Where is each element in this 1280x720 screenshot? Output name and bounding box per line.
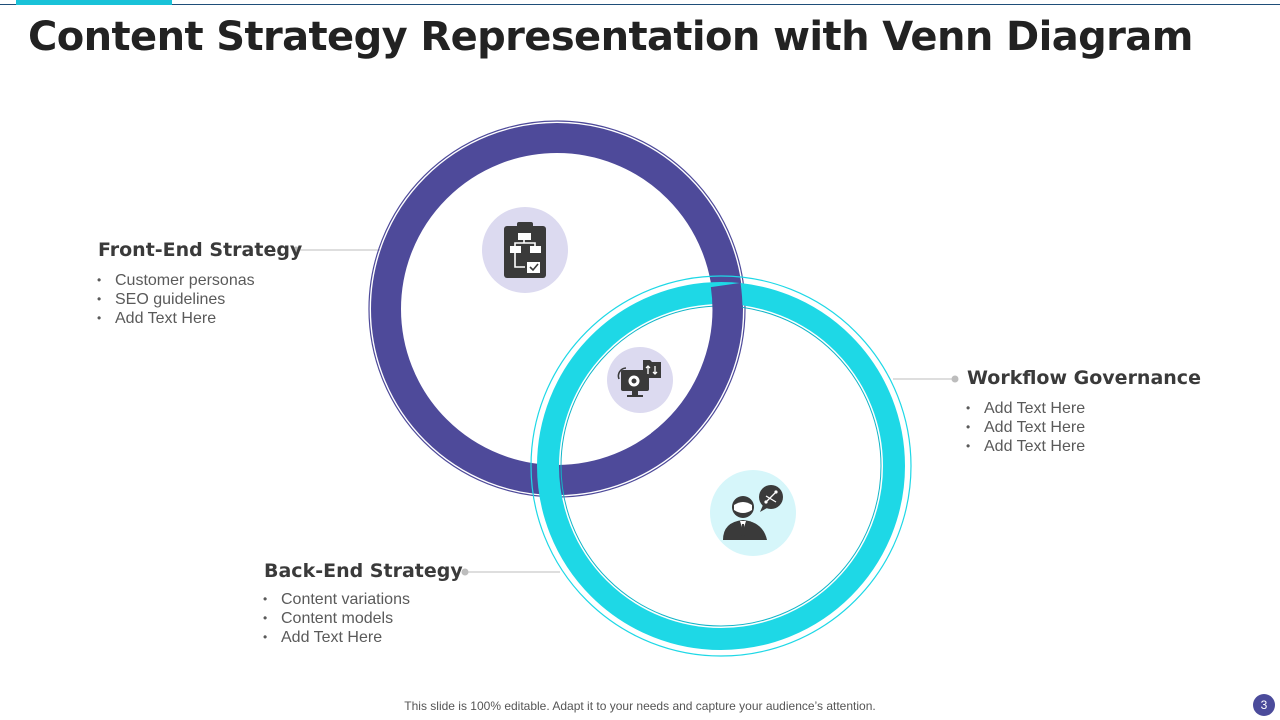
- front-end-strategy-label: Front-End Strategy: [98, 239, 303, 261]
- front-end-circle-overlap: [650, 282, 743, 458]
- connector-workflow: [893, 375, 959, 383]
- list-item: Add Text Here: [97, 309, 255, 328]
- connector-back-end: [461, 568, 560, 576]
- list-item: Content models: [263, 609, 410, 628]
- back-end-strategy-label: Back-End Strategy: [264, 560, 463, 582]
- footer-note: This slide is 100% editable. Adapt it to…: [404, 699, 876, 713]
- list-item: Add Text Here: [966, 418, 1085, 437]
- top-divider: [0, 4, 1280, 5]
- front-end-strategy-list: Customer personas SEO guidelines Add Tex…: [97, 271, 255, 328]
- workflow-governance-list: Add Text Here Add Text Here Add Text Her…: [966, 399, 1085, 456]
- list-item: Add Text Here: [263, 628, 410, 647]
- workflow-governance-label: Workflow Governance: [967, 367, 1201, 389]
- businessman-chat-icon: [710, 470, 796, 556]
- monitor-gear-sync-icon: [607, 347, 673, 413]
- list-item: Add Text Here: [966, 399, 1085, 418]
- connector-front-end: [292, 246, 380, 254]
- clipboard-flowchart-icon: [482, 207, 568, 293]
- back-end-strategy-list: Content variations Content models Add Te…: [263, 590, 410, 647]
- top-accent-bar: [16, 0, 172, 5]
- page-number-badge: 3: [1253, 694, 1275, 716]
- list-item: SEO guidelines: [97, 290, 255, 309]
- list-item: Add Text Here: [966, 437, 1085, 456]
- list-item: Customer personas: [97, 271, 255, 290]
- page-title: Content Strategy Representation with Ven…: [28, 14, 1193, 60]
- back-end-circle-outline: [530, 275, 912, 657]
- list-item: Content variations: [263, 590, 410, 609]
